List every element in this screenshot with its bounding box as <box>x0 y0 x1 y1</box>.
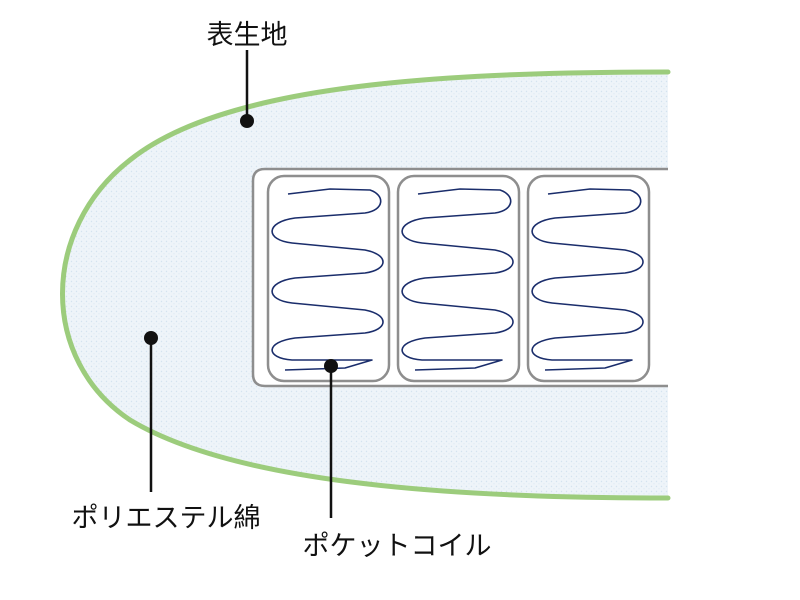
label-pocket-coil: ポケットコイル <box>303 531 492 562</box>
label-polyester-padding: ポリエステル綿 <box>72 503 261 534</box>
leader-pocket-coil <box>324 359 338 518</box>
coil-pocket <box>526 174 651 383</box>
coil-pocket <box>266 174 391 383</box>
spring-icon <box>401 188 514 371</box>
leader-dot <box>324 359 338 373</box>
spring-icon <box>531 188 644 371</box>
coil-cells <box>266 174 651 383</box>
label-outer-fabric: 表生地 <box>207 20 288 51</box>
spring-icon <box>271 188 384 371</box>
coil-cell <box>396 174 521 383</box>
leader-dot <box>240 114 254 128</box>
coil-cell <box>526 174 651 383</box>
coil-cell <box>266 174 391 383</box>
coil-pocket <box>396 174 521 383</box>
leader-outer-fabric <box>240 50 254 128</box>
leader-polyester-padding <box>144 331 158 492</box>
leader-dot <box>144 331 158 345</box>
